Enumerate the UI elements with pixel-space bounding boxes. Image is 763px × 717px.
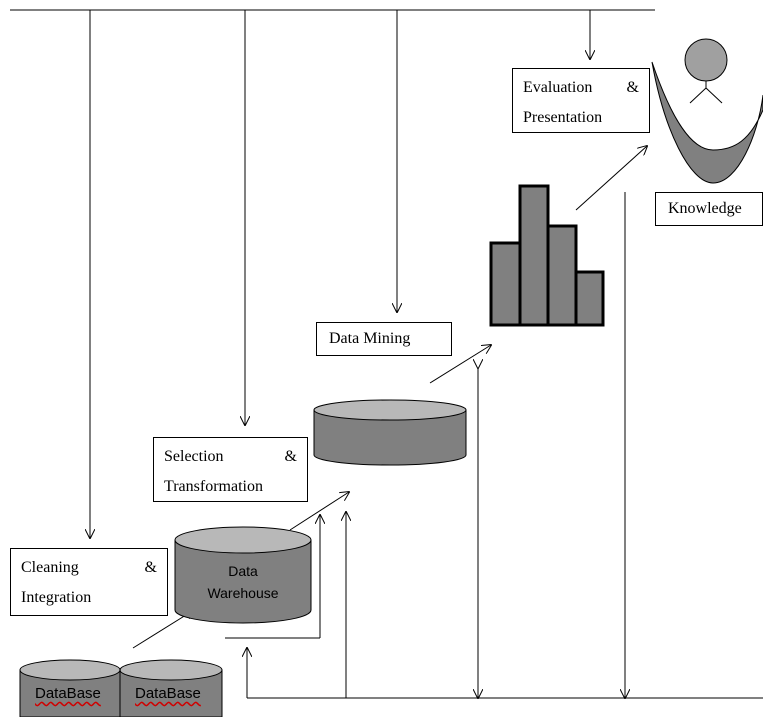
warehouse-label: Data Warehouse <box>180 560 306 604</box>
evaluation-presentation-box: Evaluation & Presentation <box>512 68 650 133</box>
bottom-feedback-lines <box>225 192 763 698</box>
warehouse-label-line2: Warehouse <box>207 585 279 601</box>
cleaning-label: Cleaning <box>21 559 79 576</box>
top-feedback-line <box>10 9 655 538</box>
transformation-label: Transformation <box>164 478 263 495</box>
bar-chart-icon <box>489 184 605 327</box>
selection-transformation-box: Selection & Transformation <box>153 437 308 502</box>
data-mining-box: Data Mining <box>316 322 452 356</box>
database-label-1: DataBase <box>35 685 101 702</box>
data-warehouse-cylinder <box>174 526 312 624</box>
ampersand: & <box>626 79 639 96</box>
cleaning-integration-box: Cleaning & Integration <box>10 548 168 616</box>
knowledge-label: Knowledge <box>668 200 742 217</box>
person-icon <box>684 38 728 104</box>
selection-label: Selection <box>164 448 224 465</box>
database-cylinder-1 <box>19 659 121 717</box>
transformed-data-cylinder <box>313 399 467 466</box>
ampersand: & <box>284 448 297 465</box>
evaluation-label: Evaluation <box>523 79 593 96</box>
database-cylinder-2 <box>119 659 223 717</box>
knowledge-bowl-icon <box>651 61 763 184</box>
database-label-2: DataBase <box>135 685 201 702</box>
warehouse-label-line1: Data <box>228 563 258 579</box>
ampersand: & <box>144 559 157 576</box>
knowledge-box: Knowledge <box>655 192 763 226</box>
presentation-label: Presentation <box>523 109 603 126</box>
data-mining-label: Data Mining <box>329 330 411 347</box>
integration-label: Integration <box>21 589 92 606</box>
